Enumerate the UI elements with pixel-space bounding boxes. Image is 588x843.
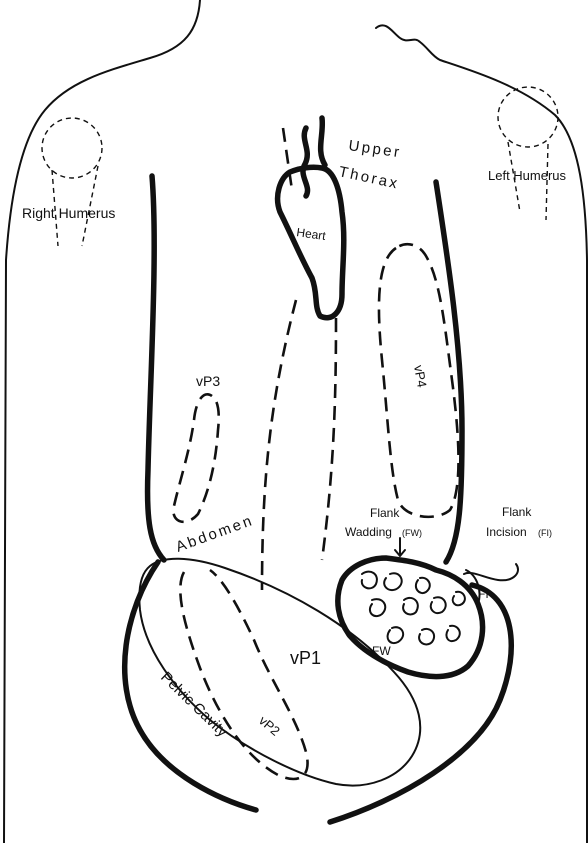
label-flank-wadding-1: Flank xyxy=(370,506,400,520)
thorax-vessel-right xyxy=(303,128,308,196)
label-flank-incision-2: Incision xyxy=(486,525,527,539)
vp3-outline xyxy=(173,394,218,522)
body-outline-left xyxy=(4,0,200,843)
flank-incision-pointer xyxy=(464,564,518,580)
label-fw: FW xyxy=(372,644,391,658)
label-abdomen: Abdomen xyxy=(174,512,257,556)
vp2-outline xyxy=(180,570,307,779)
vp1-outline xyxy=(139,559,420,786)
torso-left-contour xyxy=(148,176,164,560)
torso-right-contour xyxy=(436,182,462,562)
label-fi: FI xyxy=(478,587,489,601)
flank-wadding xyxy=(338,558,483,677)
abdominal-vessel-left xyxy=(262,300,296,590)
label-upper: Upper xyxy=(347,137,402,161)
abdominal-vessel-right xyxy=(322,318,336,560)
body-outline-right xyxy=(376,25,587,843)
label-vp1: vP1 xyxy=(290,648,321,668)
pelvic-left-arc xyxy=(125,562,256,810)
label-flank-incision-abbr: (FI) xyxy=(538,528,552,538)
heart-outline xyxy=(278,167,344,318)
label-left-humerus: Left Humerus xyxy=(488,168,567,183)
label-right-humerus: Right Humerus xyxy=(22,205,115,221)
label-thorax: Thorax xyxy=(337,163,401,192)
thorax-vessel-top xyxy=(321,118,325,165)
fw-pointer xyxy=(395,538,405,556)
label-vp3: vP3 xyxy=(196,373,220,389)
right-humerus-head xyxy=(42,118,102,178)
label-vp2: vP2 xyxy=(256,713,283,739)
label-flank-wadding-2: Wadding xyxy=(345,525,392,539)
label-flank-incision-1: Flank xyxy=(502,505,532,519)
label-flank-wadding-abbr: (FW) xyxy=(402,528,422,538)
label-vp4: vP4 xyxy=(411,364,430,389)
label-pelvic-cavity: Pelvic Cavity xyxy=(157,669,231,741)
label-heart: Heart xyxy=(296,225,328,243)
